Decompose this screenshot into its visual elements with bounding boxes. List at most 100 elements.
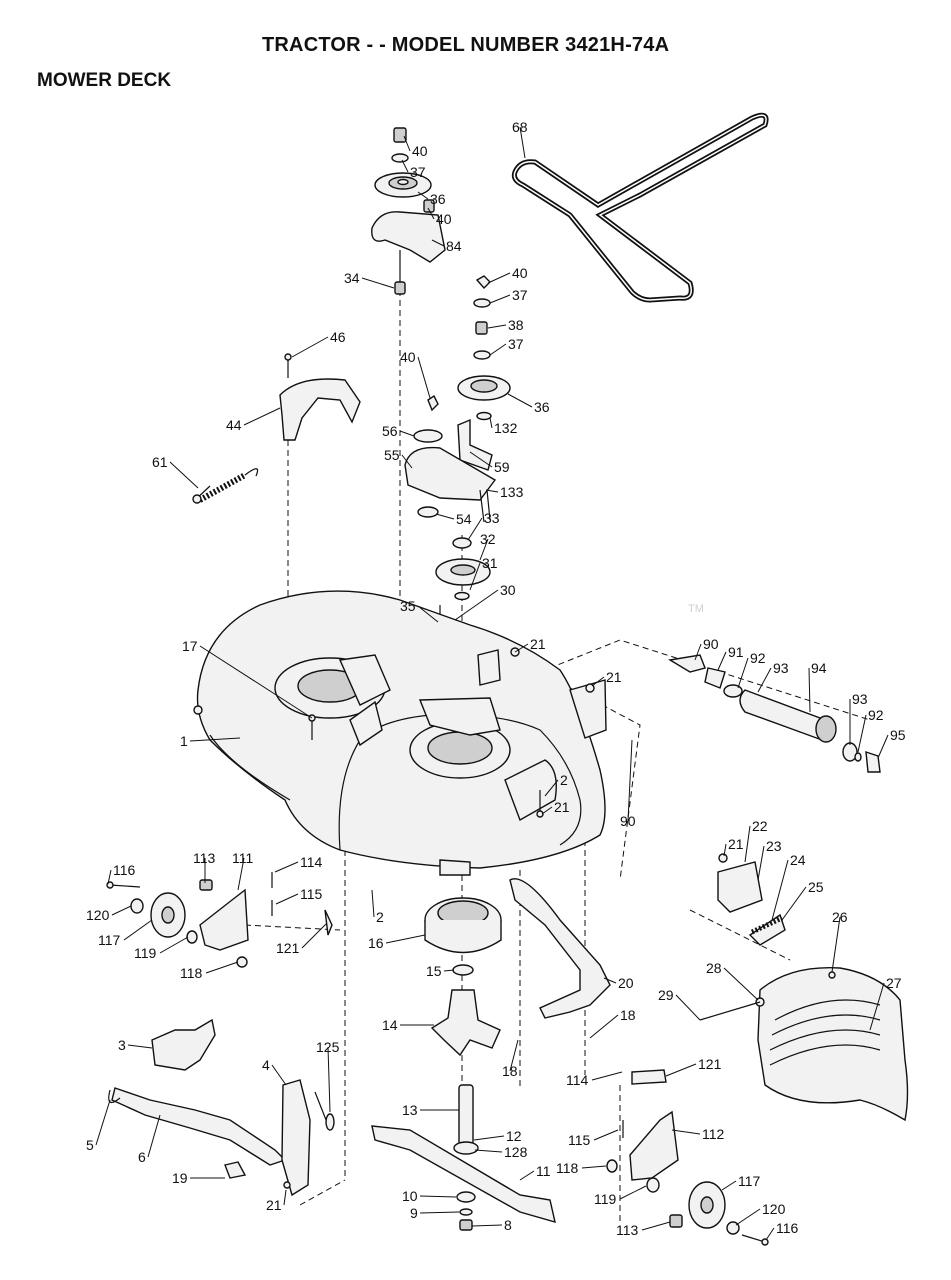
leader-line-37 (489, 294, 511, 304)
part-label-120: 120 (86, 907, 110, 923)
discharge-chute (699, 966, 909, 1122)
part-label-15: 15 (426, 963, 442, 979)
leader-line-16 (385, 934, 426, 944)
leader-line-95 (877, 734, 889, 759)
part-label-120: 120 (762, 1201, 786, 1217)
leader-line-1 (189, 737, 241, 742)
leader-line-40 (487, 272, 511, 284)
idler-pulley-assembly-top (371, 127, 446, 295)
part-label-132: 132 (494, 420, 518, 436)
leader-line-40 (427, 207, 435, 220)
part-label-21: 21 (728, 836, 744, 852)
part-label-9: 9 (410, 1205, 418, 1221)
leader-line-9 (419, 1211, 460, 1214)
leader-line-92 (857, 714, 867, 753)
part-label-29: 29 (658, 987, 674, 1003)
leader-line-128 (474, 1149, 503, 1153)
leader-line-11 (519, 1170, 535, 1181)
leader-line-38 (487, 324, 507, 329)
leader-line-18 (589, 1014, 619, 1039)
part-label-119: 119 (134, 945, 157, 961)
part-label-30: 30 (500, 582, 516, 598)
leader-line-18 (509, 1039, 519, 1072)
leader-line-118 (205, 961, 239, 974)
leader-line-5 (95, 1099, 111, 1146)
part-label-91: 91 (728, 644, 744, 660)
part-label-115: 115 (568, 1132, 591, 1148)
part-label-28: 28 (706, 960, 722, 976)
tension-spring (192, 468, 259, 504)
part-label-20: 20 (618, 975, 634, 991)
leader-line-116 (765, 1227, 775, 1241)
leader-line-12 (473, 1135, 505, 1141)
part-label-16: 16 (368, 935, 384, 951)
leader-line-54 (435, 513, 455, 520)
leader-line-21 (723, 843, 727, 857)
leader-line-36 (417, 191, 429, 200)
leader-line-23 (757, 845, 765, 881)
part-label-121: 121 (276, 940, 300, 956)
part-label-32: 32 (480, 531, 496, 547)
part-label-2: 2 (560, 772, 568, 788)
front-baffle (509, 878, 611, 1019)
part-label-11: 11 (536, 1163, 551, 1179)
leader-line-112 (671, 1129, 701, 1135)
leader-line-117 (123, 919, 153, 941)
part-label-31: 31 (482, 555, 498, 571)
leader-line-68 (519, 126, 526, 159)
leader-line-34 (361, 277, 395, 289)
part-label-112: 112 (702, 1126, 725, 1142)
spindle-pulley-assembly (435, 537, 491, 650)
part-label-14: 14 (382, 1017, 398, 1033)
spindle-assembly (371, 897, 556, 1231)
part-label-128: 128 (504, 1144, 528, 1160)
leader-line-61 (169, 461, 199, 489)
part-label-46: 46 (330, 329, 346, 345)
part-label-121: 121 (698, 1056, 722, 1072)
part-label-1: 1 (180, 733, 188, 749)
leader-line-36 (507, 393, 533, 408)
part-label-90: 90 (703, 636, 719, 652)
leader-line-91 (717, 651, 727, 671)
part-label-21: 21 (554, 799, 570, 815)
part-label-37: 37 (508, 336, 524, 352)
deck-lift-link-assembly (108, 1018, 335, 1197)
leader-line-3 (127, 1044, 153, 1049)
part-label-36: 36 (534, 399, 550, 415)
part-label-36: 36 (430, 191, 446, 207)
leader-line-94 (808, 667, 811, 713)
part-label-117: 117 (98, 932, 121, 948)
part-label-116: 116 (113, 862, 136, 878)
leader-line-114 (274, 861, 299, 873)
leader-line-35 (417, 605, 439, 623)
part-label-22: 22 (752, 818, 768, 834)
part-label-92: 92 (868, 707, 884, 723)
leader-line-44 (243, 407, 281, 426)
watermark-trademark: TM (688, 603, 704, 615)
part-label-37: 37 (410, 164, 426, 180)
leader-line-27 (869, 982, 885, 1031)
part-label-18: 18 (502, 1063, 518, 1079)
leader-line-22 (744, 825, 751, 863)
leader-line-59 (469, 451, 493, 468)
part-label-21: 21 (606, 669, 622, 685)
leader-line-30 (454, 589, 499, 621)
part-label-119: 119 (594, 1191, 617, 1207)
leader-line-25 (781, 886, 807, 921)
part-label-19: 19 (172, 1170, 188, 1186)
part-label-40: 40 (400, 349, 416, 365)
leader-lines (95, 126, 889, 1241)
leader-line-21 (514, 643, 529, 653)
leader-line-93 (757, 667, 772, 693)
part-label-84: 84 (446, 238, 462, 254)
part-label-56: 56 (382, 423, 398, 439)
part-label-118: 118 (180, 965, 203, 981)
leader-line-120 (111, 905, 132, 916)
leader-line-40 (403, 135, 411, 152)
part-label-59: 59 (494, 459, 510, 475)
leader-line-21 (541, 806, 553, 815)
part-label-92: 92 (750, 650, 766, 666)
